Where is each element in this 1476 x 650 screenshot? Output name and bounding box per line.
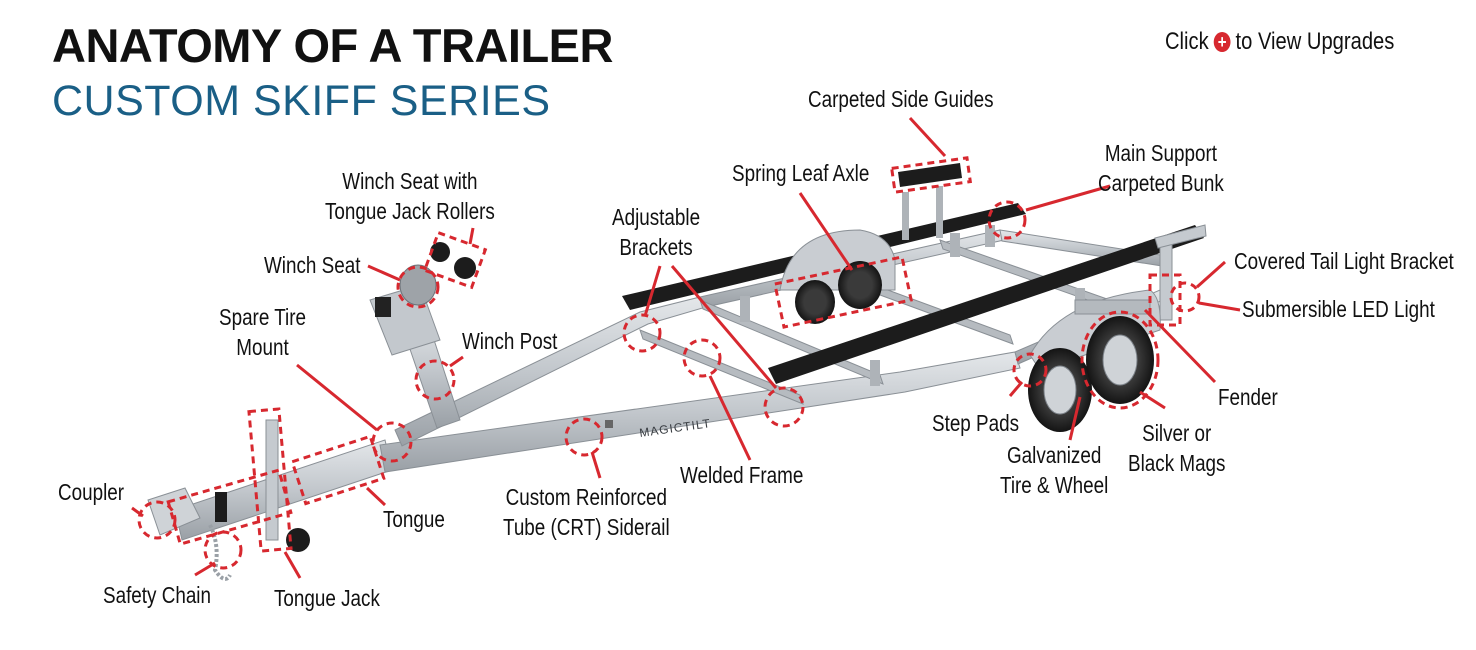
label-covered-tail-light[interactable]: Covered Tail Light Bracket [1234,248,1454,274]
hint-text-after: to View Upgrades [1235,28,1395,55]
hotspot-carpeted-side-guides[interactable] [890,156,972,194]
hotspot-adjustable-brackets[interactable] [622,313,662,353]
hotspot-winch-post[interactable] [414,359,456,401]
hotspot-safety-chain[interactable] [203,530,243,570]
hotspot-galvanized-tire[interactable] [1080,310,1160,410]
label-tongue[interactable]: Tongue [383,506,445,532]
hotspot-welded-frame[interactable] [682,338,722,378]
label-spare-tire-mount[interactable]: Spare Tire Mount [219,304,307,360]
hint-text-before: Click [1165,28,1209,55]
label-winch-seat-rollers[interactable]: Winch Seat with Tongue Jack Rollers [325,168,495,224]
page-title: ANATOMY OF A TRAILER [52,19,613,72]
hotspot-covered-tail-light[interactable] [1148,273,1182,327]
hotspot-crt-siderail[interactable] [564,417,604,457]
label-custom-siderail[interactable]: Custom Reinforced Tube (CRT) Siderail [503,484,670,540]
label-galvanized-tire[interactable]: Galvanized Tire & Wheel [1000,442,1109,498]
trailer-frame [147,163,1207,581]
label-submersible-led[interactable]: Submersible LED Light [1242,296,1435,322]
label-winch-post[interactable]: Winch Post [462,328,558,354]
hotspot-spring-leaf-axle[interactable] [773,255,913,329]
label-fender[interactable]: Fender [1218,384,1278,410]
hotspot-main-support-bunk[interactable] [987,200,1027,240]
hotspot-spare-tire-mount[interactable] [371,421,413,463]
hotspot-welded-frame-2[interactable] [763,386,805,428]
label-spring-leaf-axle[interactable]: Spring Leaf Axle [732,160,870,186]
hotspot-tongue[interactable] [290,434,386,506]
hotspot-winch-seat[interactable] [396,265,440,309]
label-main-support-bunk[interactable]: Main Support Carpeted Bunk [1098,140,1224,196]
label-safety-chain[interactable]: Safety Chain [103,582,211,608]
label-coupler[interactable]: Coupler [58,479,125,505]
hotspot-tongue-jack[interactable] [247,407,293,553]
hotspot-coupler[interactable] [137,500,177,540]
page-subtitle: CUSTOM SKIFF SERIES [52,77,551,125]
label-step-pads[interactable]: Step Pads [932,410,1020,436]
label-tongue-jack[interactable]: Tongue Jack [274,585,380,611]
hotspot-step-pads[interactable] [1012,352,1048,388]
upgrade-hint: Click + to View Upgrades [1165,28,1394,56]
label-adjustable-brackets[interactable]: Adjustable Brackets [612,204,701,260]
label-carpeted-side-guides[interactable]: Carpeted Side Guides [808,86,994,112]
label-welded-frame[interactable]: Welded Frame [680,462,804,488]
label-silver-black-mags[interactable]: Silver or Black Mags [1128,420,1226,476]
plus-circle-icon[interactable]: + [1213,32,1231,52]
label-winch-seat[interactable]: Winch Seat [264,252,361,278]
hotspot-submersible-led[interactable] [1169,281,1201,313]
hotspot-winch-seat-rollers[interactable] [422,230,488,290]
leader-lines [131,116,1241,579]
